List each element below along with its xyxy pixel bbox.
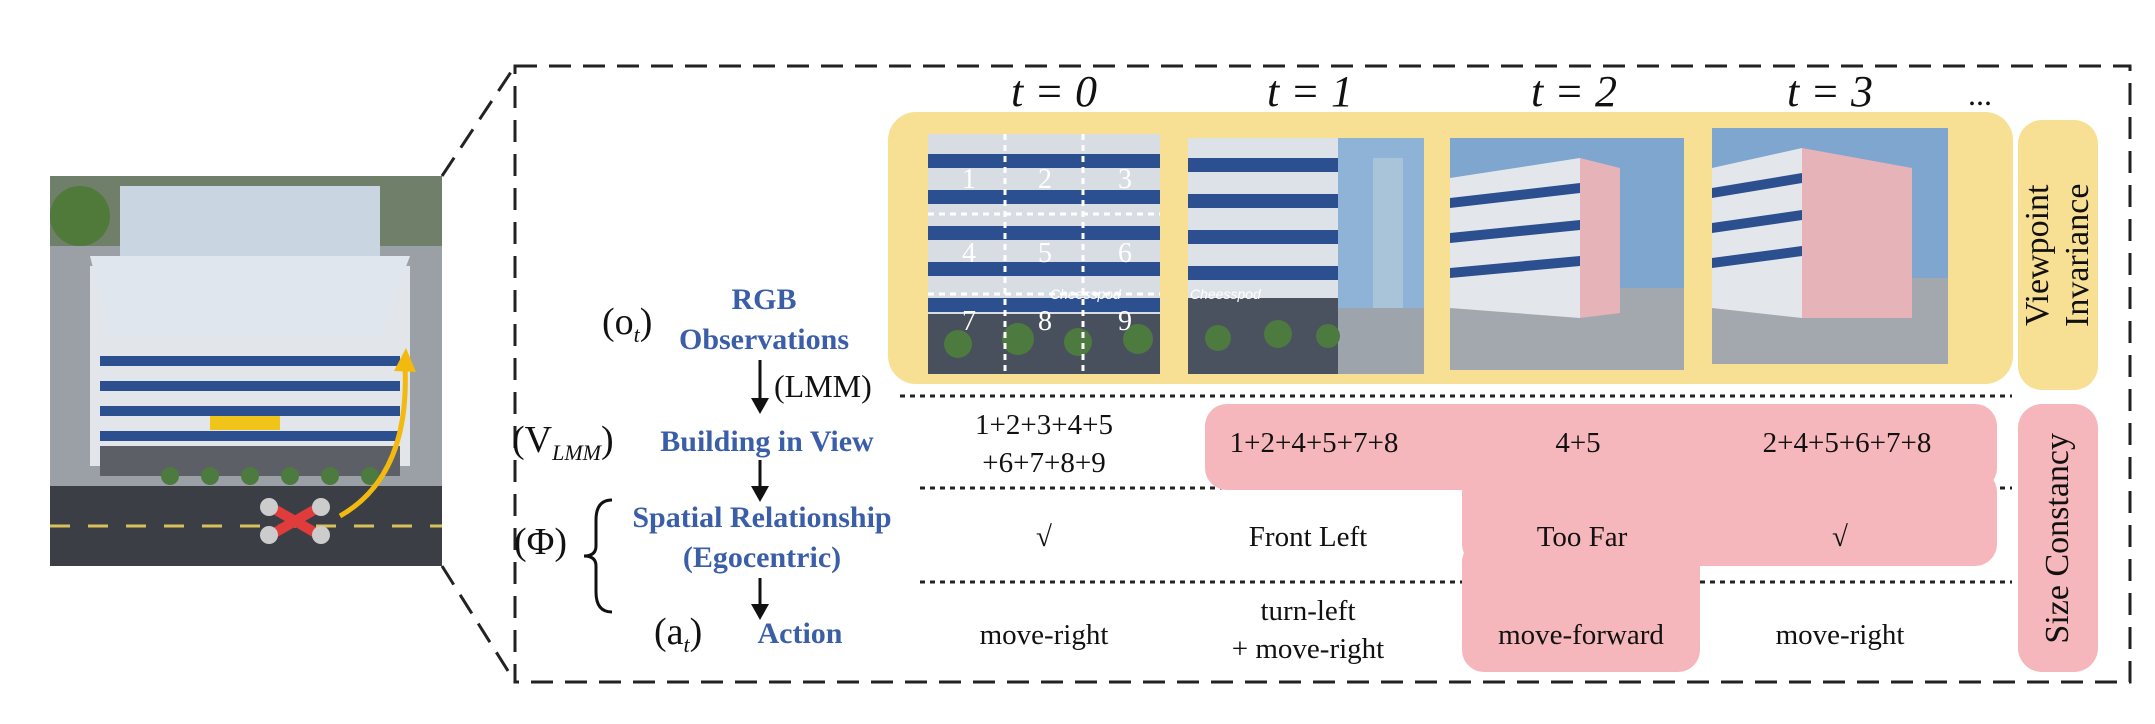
spatial-label-line1: Spatial Relationship bbox=[632, 501, 892, 534]
building-value-t2: 4+5 bbox=[1555, 427, 1601, 459]
grid-number-1: 1 bbox=[962, 164, 976, 195]
grid-number-3: 3 bbox=[1118, 164, 1132, 195]
grid-number-6: 6 bbox=[1118, 238, 1132, 269]
store-sign-t0: Cheesspod bbox=[1050, 286, 1121, 302]
observation-symbol: (ot) bbox=[602, 301, 653, 347]
observation-frame-t3 bbox=[1712, 128, 1948, 364]
action-value-t3: move-right bbox=[1775, 619, 1905, 651]
action-row-highlight bbox=[1462, 540, 1700, 672]
arrow-building-to-spatial bbox=[751, 460, 769, 502]
building-value-t3: 2+4+5+6+7+8 bbox=[1762, 427, 1932, 459]
building-value-t0: 1+2+3+4+5 +6+7+8+9 bbox=[975, 409, 1113, 479]
spatial-value-t2: Too Far bbox=[1536, 521, 1628, 553]
spatial-value-t1: Front Left bbox=[1248, 521, 1368, 553]
observation-frame-t1 bbox=[1188, 138, 1424, 374]
phi-symbol: (Φ) bbox=[514, 521, 568, 563]
building-value-t1: 1+2+4+5+7+8 bbox=[1229, 427, 1399, 459]
size-constancy-label: Size Constancy bbox=[2039, 432, 2076, 644]
store-sign-t1: Cheesspod bbox=[1190, 286, 1261, 302]
time-step-2: t = 2 bbox=[1531, 67, 1617, 116]
viewpoint-invariance-label: Viewpoint Invariance bbox=[2019, 183, 2096, 327]
arrow-spatial-to-action bbox=[751, 578, 769, 620]
building-symbol: (VLMM) bbox=[512, 419, 614, 465]
grid-number-7: 7 bbox=[962, 306, 976, 337]
action-value-t0: move-right bbox=[979, 619, 1109, 651]
grid-number-9: 9 bbox=[1118, 306, 1132, 337]
action-label: Action bbox=[757, 617, 843, 650]
action-symbol: (at) bbox=[654, 611, 703, 657]
time-step-3: t = 3 bbox=[1787, 67, 1873, 116]
observation-frame-t0 bbox=[928, 134, 1160, 374]
spatial-value-t3: √ bbox=[1832, 521, 1848, 553]
drone-overview-image bbox=[50, 176, 442, 566]
lmm-label: (LMM) bbox=[774, 368, 872, 404]
brace bbox=[583, 498, 613, 614]
rgb-label-line1: RGB bbox=[731, 283, 797, 316]
grid-number-8: 8 bbox=[1038, 306, 1052, 337]
size-constancy-box: Size Constancy bbox=[2018, 404, 2098, 672]
building-in-view-label: Building in View bbox=[660, 425, 874, 458]
grid-number-2: 2 bbox=[1038, 164, 1052, 195]
spatial-value-t0: √ bbox=[1036, 521, 1052, 553]
observation-frame-t2 bbox=[1450, 138, 1684, 370]
grid-number-5: 5 bbox=[1038, 238, 1052, 269]
time-step-0: t = 0 bbox=[1011, 67, 1097, 116]
viewpoint-invariance-box: Viewpoint Invariance bbox=[2018, 120, 2098, 390]
spatial-label-line2: (Egocentric) bbox=[682, 541, 842, 574]
action-value-t2: move-forward bbox=[1498, 619, 1664, 651]
time-step-1: t = 1 bbox=[1267, 67, 1353, 116]
arrow-rgb-to-building bbox=[751, 360, 769, 414]
action-value-t1: turn-left + move-right bbox=[1231, 595, 1385, 665]
time-step-ellipsis: ... bbox=[1968, 76, 1992, 112]
grid-number-4: 4 bbox=[962, 238, 976, 269]
rgb-label-line2: Observations bbox=[678, 323, 849, 356]
